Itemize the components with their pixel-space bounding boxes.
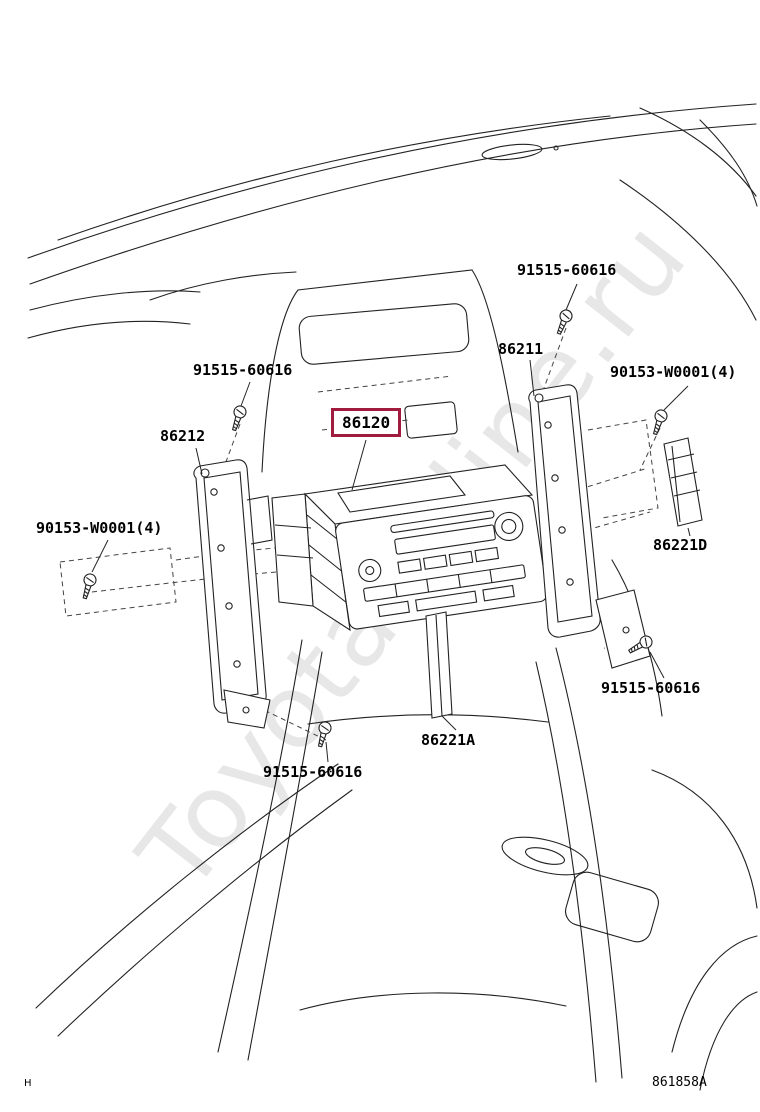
part-label-86221D[interactable]: 86221D [653, 536, 708, 554]
part-label-screw-bottom[interactable]: 91515-60616 [263, 763, 363, 781]
leader-lines [91, 283, 691, 763]
screw-icon[interactable] [552, 307, 575, 337]
screw-icon[interactable] [313, 720, 333, 749]
part-label-86212[interactable]: 86212 [160, 427, 206, 445]
part-label-screw-mid-left[interactable]: 91515-60616 [193, 361, 293, 379]
bracket-right-drawing[interactable] [528, 384, 651, 669]
dashboard-outline [27, 103, 758, 717]
part-label-screw-lower-right[interactable]: 91515-60616 [601, 679, 701, 697]
trim-strip-right-drawing[interactable] [663, 437, 703, 527]
radio-unit-drawing[interactable] [271, 464, 548, 632]
hidden-lines-dashed [59, 327, 661, 741]
bracket-left-drawing[interactable] [193, 459, 273, 729]
screw-icon[interactable] [227, 403, 249, 433]
part-label-86221A[interactable]: 86221A [421, 731, 476, 749]
console-outline [35, 639, 758, 1091]
selected-part-label-86120[interactable]: 86120 [331, 408, 402, 437]
part-label-screw-top-right[interactable]: 91515-60616 [517, 261, 617, 279]
trim-strip-center-drawing[interactable] [425, 611, 453, 719]
diagram-code: 861858A [652, 1075, 707, 1090]
bolt-icon[interactable] [78, 572, 98, 601]
corner-mark: H [24, 1078, 32, 1089]
part-label-86211[interactable]: 86211 [498, 340, 544, 358]
part-label-bolt-left[interactable]: 90153-W0001(4) [36, 519, 163, 537]
part-label-bolt-right[interactable]: 90153-W0001(4) [610, 363, 737, 381]
bolt-icon[interactable] [648, 407, 670, 437]
